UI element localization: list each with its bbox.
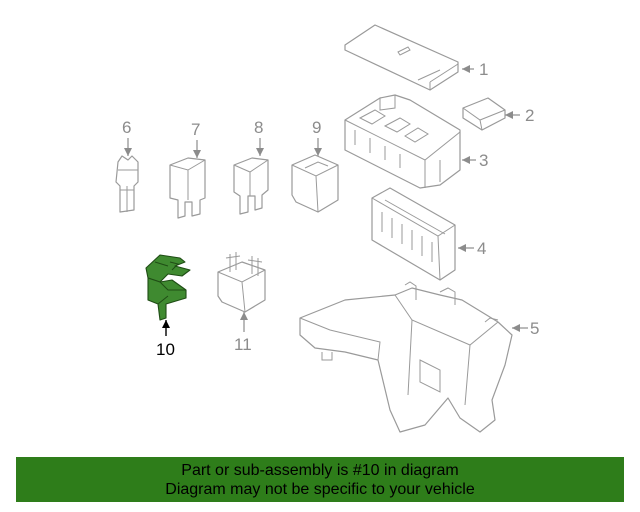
callout-9: 9 [312, 118, 321, 137]
callout-leaders [124, 65, 528, 336]
part-5-lower-housing [299, 281, 513, 433]
part-6-connector [115, 155, 139, 213]
callout-3: 3 [479, 151, 488, 170]
callout-numbers: 1 2 3 4 5 6 7 8 9 10 11 [122, 60, 539, 359]
callout-11: 11 [234, 335, 252, 354]
part-9-cartridge-fuse [291, 154, 339, 213]
callout-6: 6 [122, 118, 131, 137]
callout-10[interactable]: 10 [156, 340, 175, 359]
part-1-cover [344, 24, 459, 91]
part-8-mini-fuse [233, 157, 269, 215]
parts-diagram: 1 2 3 4 5 6 7 8 9 10 11 [115, 24, 539, 433]
banner-line-1: Part or sub-assembly is #10 in diagram [181, 461, 459, 479]
callout-7: 7 [191, 120, 200, 139]
part-4-fuse-block [371, 187, 456, 281]
part-7-blade-fuse [169, 157, 206, 219]
callout-4: 4 [477, 239, 486, 258]
part-2-cap [462, 97, 506, 131]
part-10-bracket-highlighted[interactable] [145, 254, 191, 321]
callout-2: 2 [525, 106, 534, 125]
banner-line-2: Diagram may not be specific to your vehi… [165, 480, 475, 498]
callout-8: 8 [254, 118, 263, 137]
info-banner: Part or sub-assembly is #10 in diagram D… [16, 457, 624, 502]
part-3-fusebox-upper [344, 94, 461, 189]
part-11-relay [217, 252, 266, 313]
callout-1: 1 [479, 60, 488, 79]
callout-5: 5 [530, 319, 539, 338]
